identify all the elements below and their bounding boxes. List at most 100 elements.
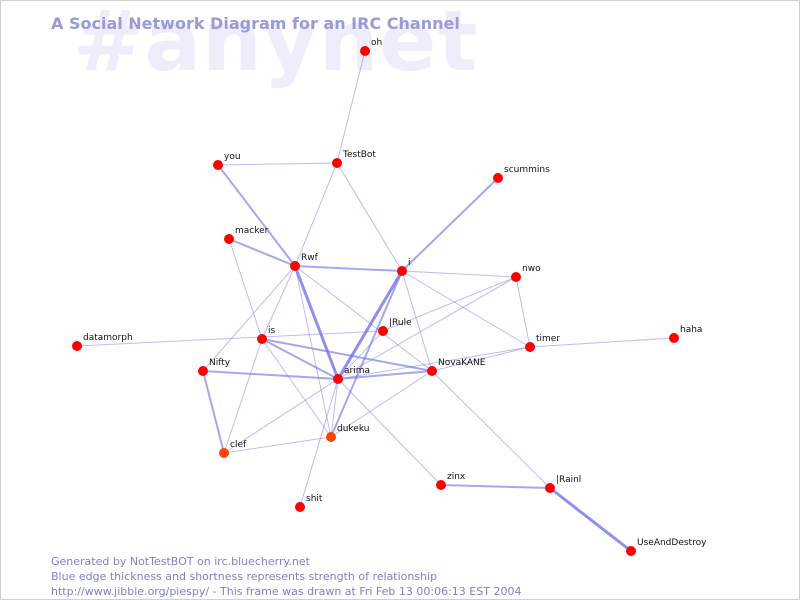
node-label: is xyxy=(268,326,276,336)
edge-arima-zinx xyxy=(337,378,442,486)
footer: Generated by NotTestBOT on irc.bluecherr… xyxy=(51,554,521,599)
edge-Rainl-UseAndDestroy xyxy=(548,486,633,553)
node-label: UseAndDestroy xyxy=(637,538,707,548)
node-dot xyxy=(360,46,370,56)
node-label: zinx xyxy=(447,472,466,482)
node-dot xyxy=(326,432,336,442)
edge-arima-NovaKANE xyxy=(337,370,433,380)
node-label: haha xyxy=(680,325,702,335)
edge-is-clef xyxy=(223,338,263,454)
edge-nwo-timer xyxy=(515,276,531,348)
node-dot xyxy=(397,266,407,276)
node-dot xyxy=(378,326,388,336)
edge-NovaKANE-Rainl xyxy=(431,370,551,489)
edge-scummins-i xyxy=(401,177,499,272)
node-macker: macker xyxy=(224,226,269,244)
edge-nwo-arima xyxy=(337,276,517,380)
node-nwo: nwo xyxy=(511,264,541,282)
node-label: you xyxy=(224,152,241,162)
node-dot xyxy=(257,334,267,344)
edge-clef-dukeku xyxy=(223,436,332,454)
node-NovaKANE: NovaKANE xyxy=(427,358,486,376)
node-label: |Rainl xyxy=(556,475,581,485)
node-label: nwo xyxy=(522,264,541,274)
node-zinx: zinx xyxy=(436,472,466,490)
edge-macker-is xyxy=(228,238,263,340)
channel-watermark: #anynet xyxy=(73,0,479,90)
footer-url-line: http://www.jibble.org/piespy/ - This fra… xyxy=(51,585,522,598)
node-dot xyxy=(427,366,437,376)
node-dot xyxy=(198,366,208,376)
edge-timer-NovaKANE xyxy=(431,346,531,372)
node-timer: timer xyxy=(525,334,560,352)
edge-arima-clef xyxy=(223,378,339,454)
node-dot xyxy=(669,333,679,343)
edge-nwo-IRule xyxy=(382,276,517,332)
edge-IRule-arima xyxy=(337,330,384,380)
page-title: A Social Network Diagram for an IRC Chan… xyxy=(51,14,460,33)
edge-macker-Rwf xyxy=(228,238,296,267)
footer-legend-line: Blue edge thickness and shortness repres… xyxy=(51,570,438,583)
edge-timer-haha xyxy=(529,337,675,348)
node-dot xyxy=(626,546,636,556)
node-dot xyxy=(525,342,535,352)
node-label: macker xyxy=(235,226,269,236)
node-datamorph: datamorph xyxy=(72,333,133,351)
node-dot xyxy=(493,173,503,183)
node-label: shit xyxy=(306,494,323,504)
edge-i-NovaKANE xyxy=(401,270,433,372)
edge-you-Rwf xyxy=(217,164,296,267)
node-dot xyxy=(224,234,234,244)
edge-TestBot-i xyxy=(336,162,403,272)
node-Rwf: Rwf xyxy=(290,253,319,271)
edge-zinx-Rainl xyxy=(440,484,551,489)
node-dot xyxy=(213,160,223,170)
edge-Nifty-clef xyxy=(202,370,225,454)
node-oh: oh xyxy=(360,38,382,56)
edge-Rwf-is xyxy=(261,265,296,340)
edge-layer xyxy=(76,50,675,553)
edge-arima-dukeku xyxy=(330,378,339,438)
edge-is-NovaKANE xyxy=(261,338,433,372)
edge-you-TestBot xyxy=(217,162,338,166)
node-label: i xyxy=(408,258,411,268)
node-dot xyxy=(332,158,342,168)
node-dot xyxy=(436,480,446,490)
node-is: is xyxy=(257,326,276,344)
node-label: dukeku xyxy=(337,424,369,434)
edge-Rwf-NovaKANE xyxy=(294,265,433,372)
node-dukeku: dukeku xyxy=(326,424,369,442)
node-label: clef xyxy=(230,440,247,450)
edge-oh-TestBot xyxy=(336,50,366,164)
node-i: i xyxy=(397,258,411,276)
edge-i-timer xyxy=(401,270,531,348)
node-label: datamorph xyxy=(83,333,133,343)
node-arima: arima xyxy=(333,366,370,384)
edge-Rwf-arima xyxy=(293,264,340,381)
edge-i-arima xyxy=(336,269,404,381)
edge-is-arima xyxy=(261,338,339,380)
node-label: oh xyxy=(371,38,382,48)
node-Rainl: |Rainl xyxy=(545,475,581,493)
node-UseAndDestroy: UseAndDestroy xyxy=(626,538,707,556)
node-shit: shit xyxy=(295,494,323,512)
node-label: arima xyxy=(344,366,370,376)
node-dot xyxy=(545,483,555,493)
edge-datamorph-IRule xyxy=(76,330,384,347)
edge-NovaKANE-dukeku xyxy=(330,370,433,438)
edge-Nifty-arima xyxy=(202,370,339,380)
edge-Rwf-Nifty xyxy=(202,265,296,372)
node-clef: clef xyxy=(219,440,247,458)
node-label: Nifty xyxy=(209,358,231,368)
footer-generator-line: Generated by NotTestBOT on irc.bluecherr… xyxy=(51,555,310,568)
node-TestBot: TestBot xyxy=(332,150,376,168)
node-dot xyxy=(72,341,82,351)
node-label: Rwf xyxy=(301,253,319,263)
node-scummins: scummins xyxy=(493,165,550,183)
node-label: scummins xyxy=(504,165,550,175)
node-label: |Rule xyxy=(389,318,412,328)
node-dot xyxy=(219,448,229,458)
